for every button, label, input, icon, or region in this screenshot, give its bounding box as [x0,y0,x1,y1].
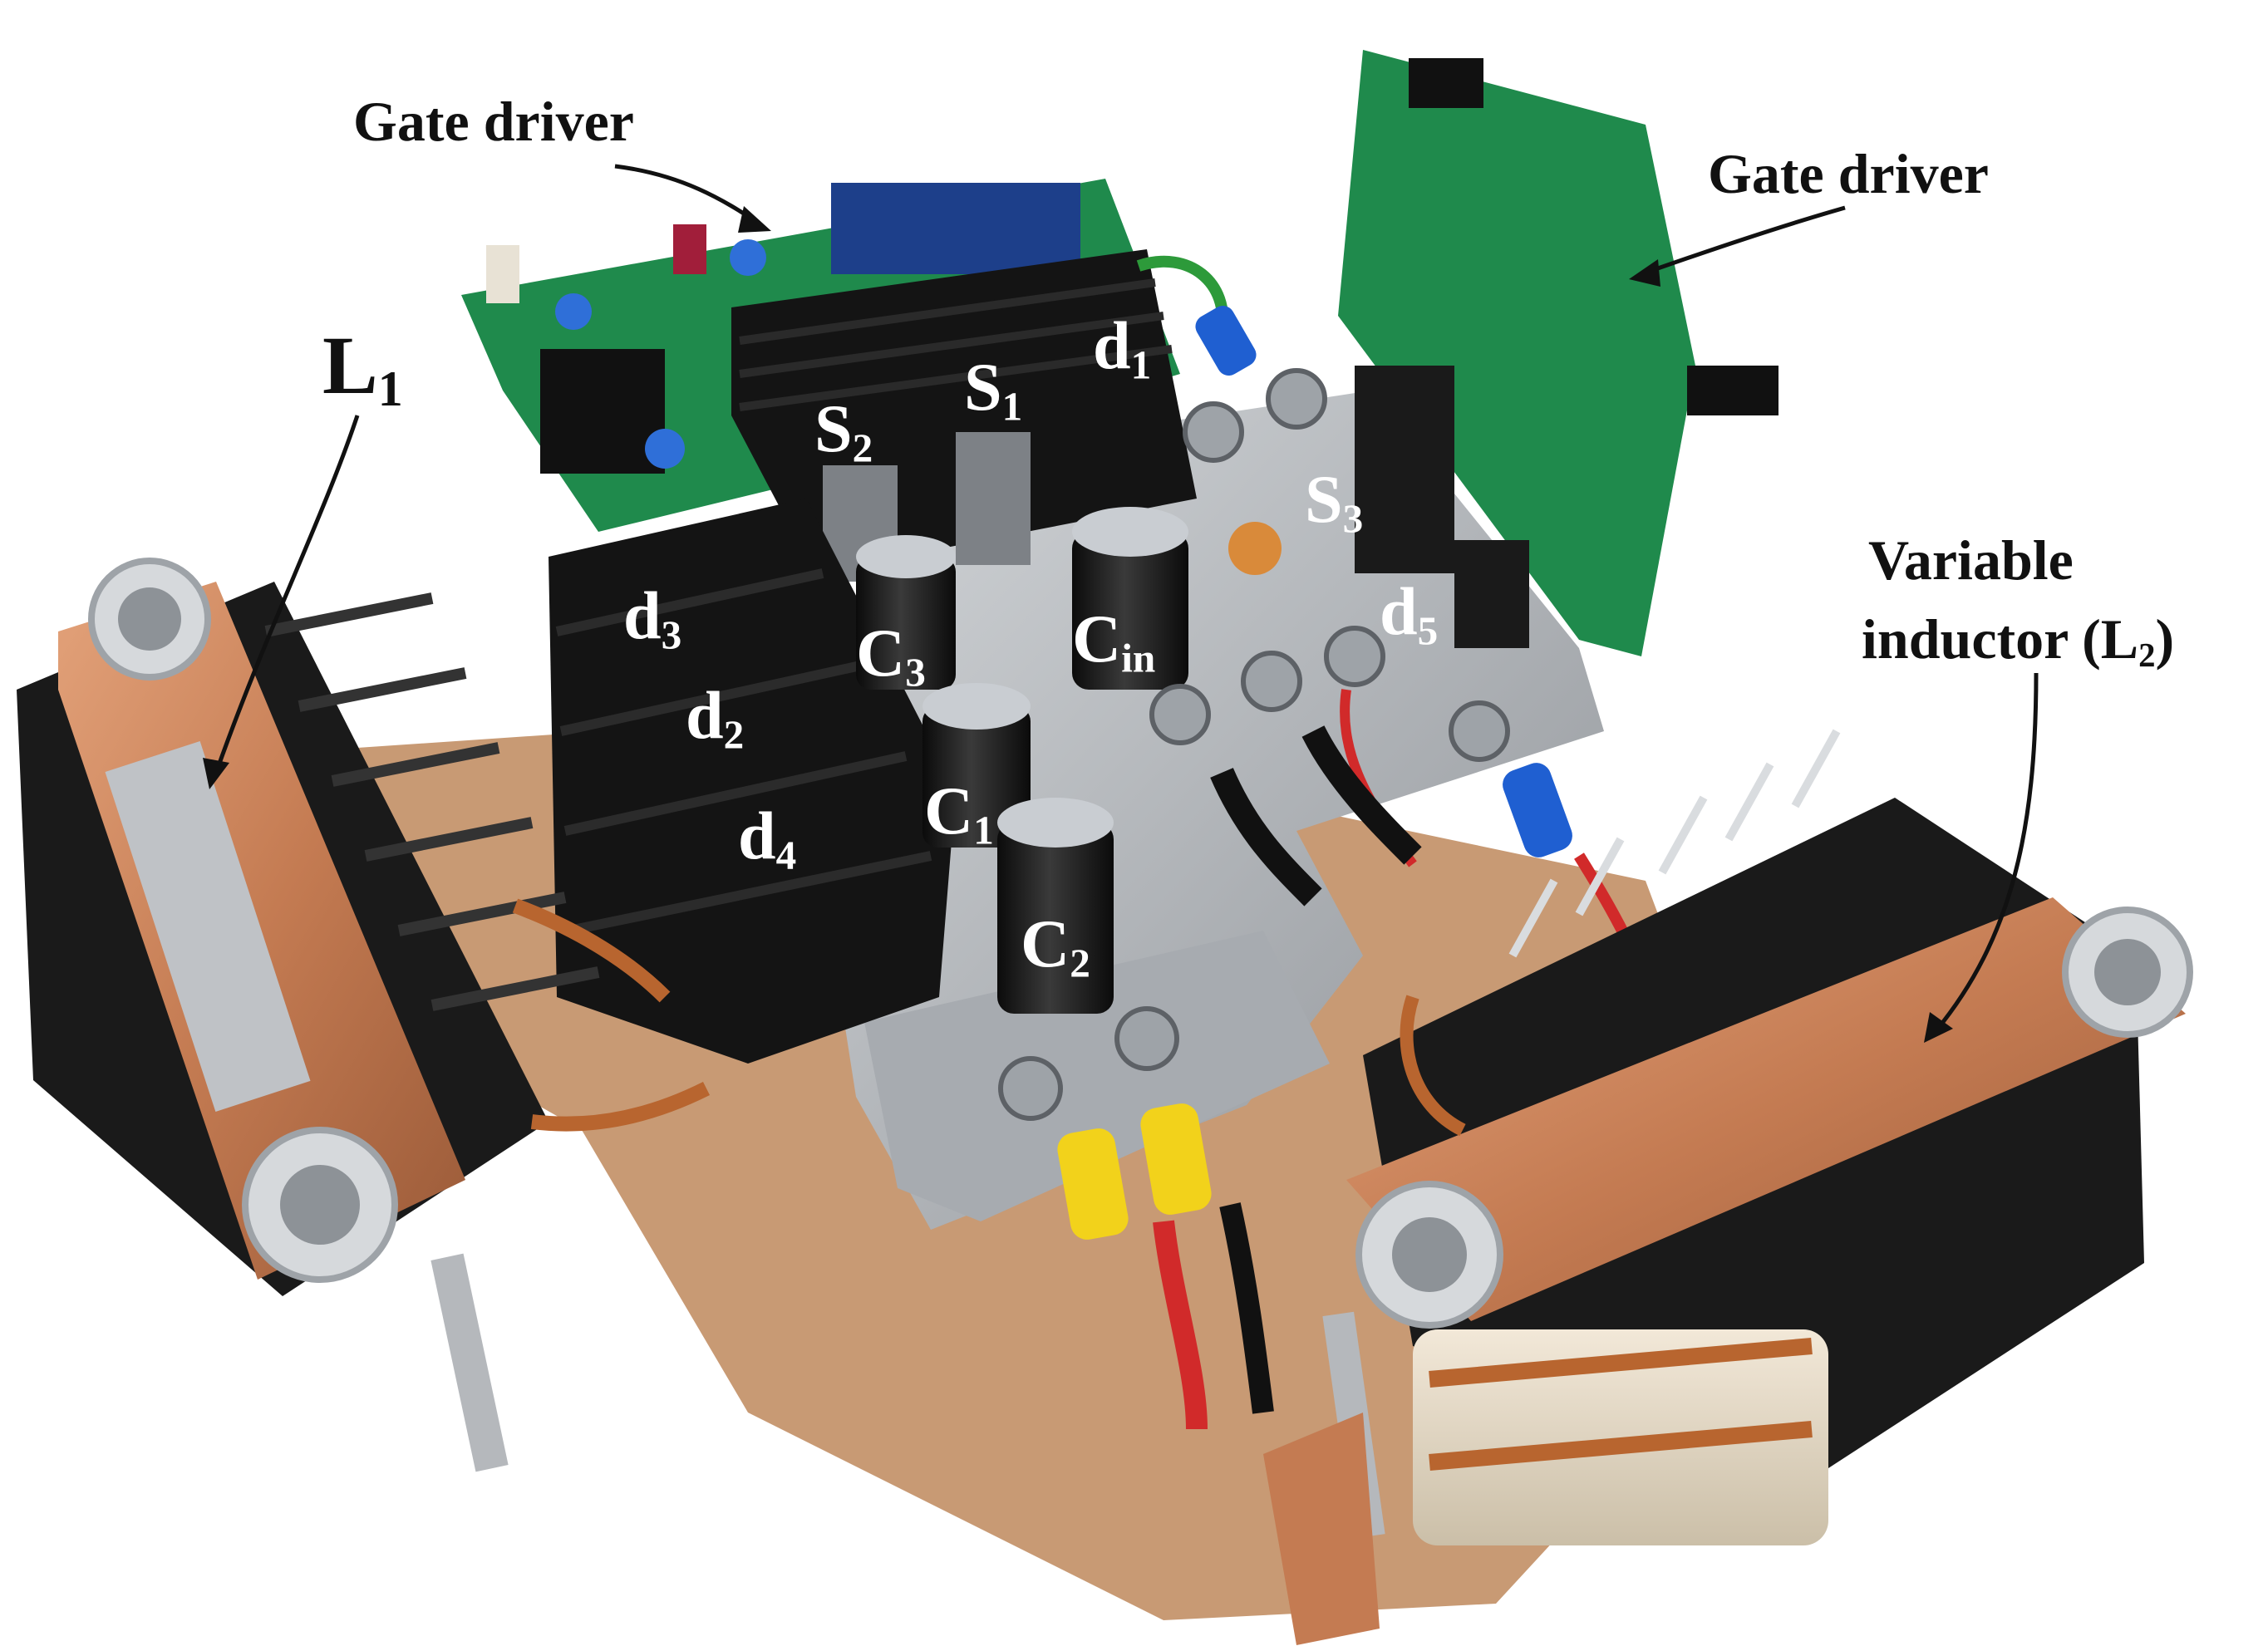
pcb-connector [831,183,1080,274]
pcb-capacitor [555,293,592,330]
right-pcb-connector [1687,366,1778,415]
black-wire [1219,1202,1274,1414]
blue-terminal-top [1195,305,1257,376]
heatsink-left-fins [555,568,932,936]
label-s2: S2 [814,391,873,471]
label-d4: d4 [738,798,797,878]
pcb-jumper [673,224,706,274]
right-pcb-connector [1409,58,1483,108]
inductor-l1 [17,558,711,1472]
blue-terminal [1503,763,1572,857]
gate-driver-pcb-right [1338,50,1695,656]
label-c3: C3 [856,615,926,695]
label-d2: d2 [686,677,745,758]
d5-package [1454,540,1529,648]
capacitor-c2 [997,798,1114,1014]
pcb-header [486,245,519,303]
label-variable-inductor-line2: inductor (L2) [1862,607,2175,675]
mosfet-tab [956,432,1031,565]
label-gate-driver-right: Gate driver [1708,142,1989,205]
variable-inductor-l2 [1263,729,2193,1645]
arrow-l1 [214,415,360,774]
yellow-terminals [1057,1103,1212,1240]
pcb-capacitor [730,239,766,276]
pcb-component [540,349,665,474]
label-c2: C2 [1021,906,1090,986]
label-c1: C1 [924,773,994,853]
arrowhead-gate-driver-right [1629,259,1660,287]
label-s1: S1 [964,349,1023,430]
label-d1: d1 [1093,307,1152,388]
arrowhead-l1 [203,758,229,789]
black-heatshrink [1210,768,1322,907]
heatsink-top-fins [739,278,1173,411]
label-cin: Cin [1072,601,1156,681]
arrowhead-l2 [1924,1012,1953,1043]
ceramic-capacitor [1228,522,1282,575]
s3-package [1355,366,1454,573]
label-d5: d5 [1380,573,1439,654]
capacitor-c3 [856,535,956,690]
heatsink-left [549,499,956,1064]
capacitor-cin [1072,507,1188,690]
label-gate-driver-left: Gate driver [353,90,634,153]
arrow-heads [203,206,1953,1043]
arrow-gate-driver-right [1641,205,1846,277]
pcb-capacitor [645,429,685,469]
aluminum-plate-lower [864,931,1330,1221]
label-d3: d3 [623,577,682,658]
black-heatshrink [1301,725,1422,865]
label-l1: L1 [322,319,403,416]
arrow-l2 [1935,672,2039,1032]
arrowhead-gate-driver-left [738,206,771,233]
label-s3: S3 [1305,461,1364,542]
red-wire [1153,1220,1208,1430]
label-variable-inductor-line1: Variable [1868,528,2074,592]
arrow-gate-driver-left [614,164,762,227]
screw-terminals [998,368,1510,1121]
